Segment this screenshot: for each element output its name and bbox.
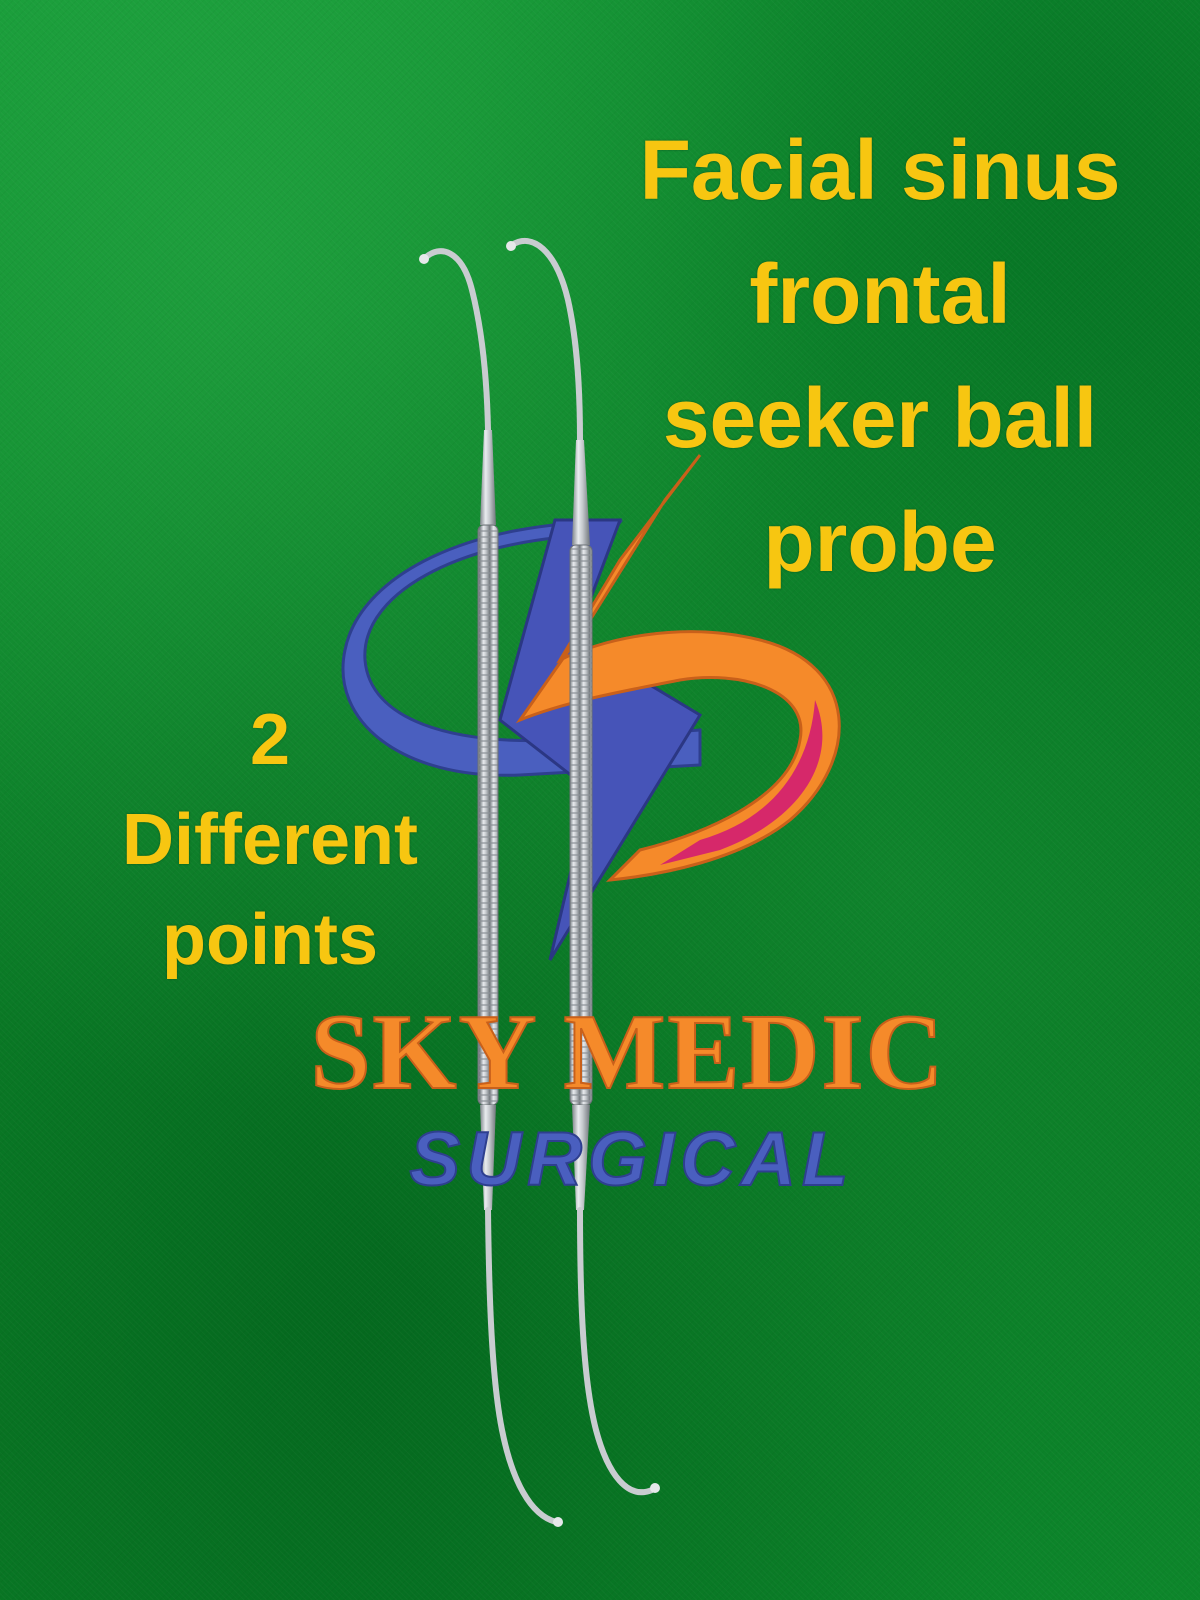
title-line: probe (763, 495, 997, 589)
probe-instrument-right (506, 237, 660, 1496)
logo-subtitle-text: SURGICAL (410, 1117, 855, 1202)
logo-orange-s (515, 454, 841, 882)
title-line: Facial sinus (639, 123, 1121, 217)
probe-instrument-left (419, 248, 563, 1527)
points-line: Different (121, 800, 418, 880)
points-line: 2 (249, 700, 291, 780)
logo-name-text: SKY MEDIC (310, 993, 945, 1112)
logo-magenta-accent (660, 700, 823, 865)
product-title-caption: Facial sinus frontal seeker ball probe (580, 108, 1180, 604)
logo-blue-bolt (498, 518, 703, 961)
points-line: points (162, 900, 378, 980)
title-line: frontal (749, 247, 1011, 341)
points-caption: 2 Different points (80, 690, 460, 990)
title-line: seeker ball (662, 371, 1098, 465)
embroidered-logo-mark (341, 454, 841, 961)
